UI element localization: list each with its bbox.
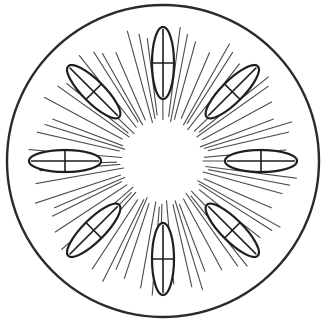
cells-group (29, 27, 297, 295)
cell (60, 58, 126, 124)
cell (152, 27, 174, 99)
radial-ray (174, 42, 195, 120)
cell (199, 58, 265, 124)
cell (29, 150, 101, 172)
cell (199, 197, 265, 263)
radial-ray (200, 119, 273, 147)
cell (225, 150, 297, 172)
radial-ray (204, 122, 291, 148)
radial-ray (53, 119, 123, 146)
cell (152, 223, 174, 295)
